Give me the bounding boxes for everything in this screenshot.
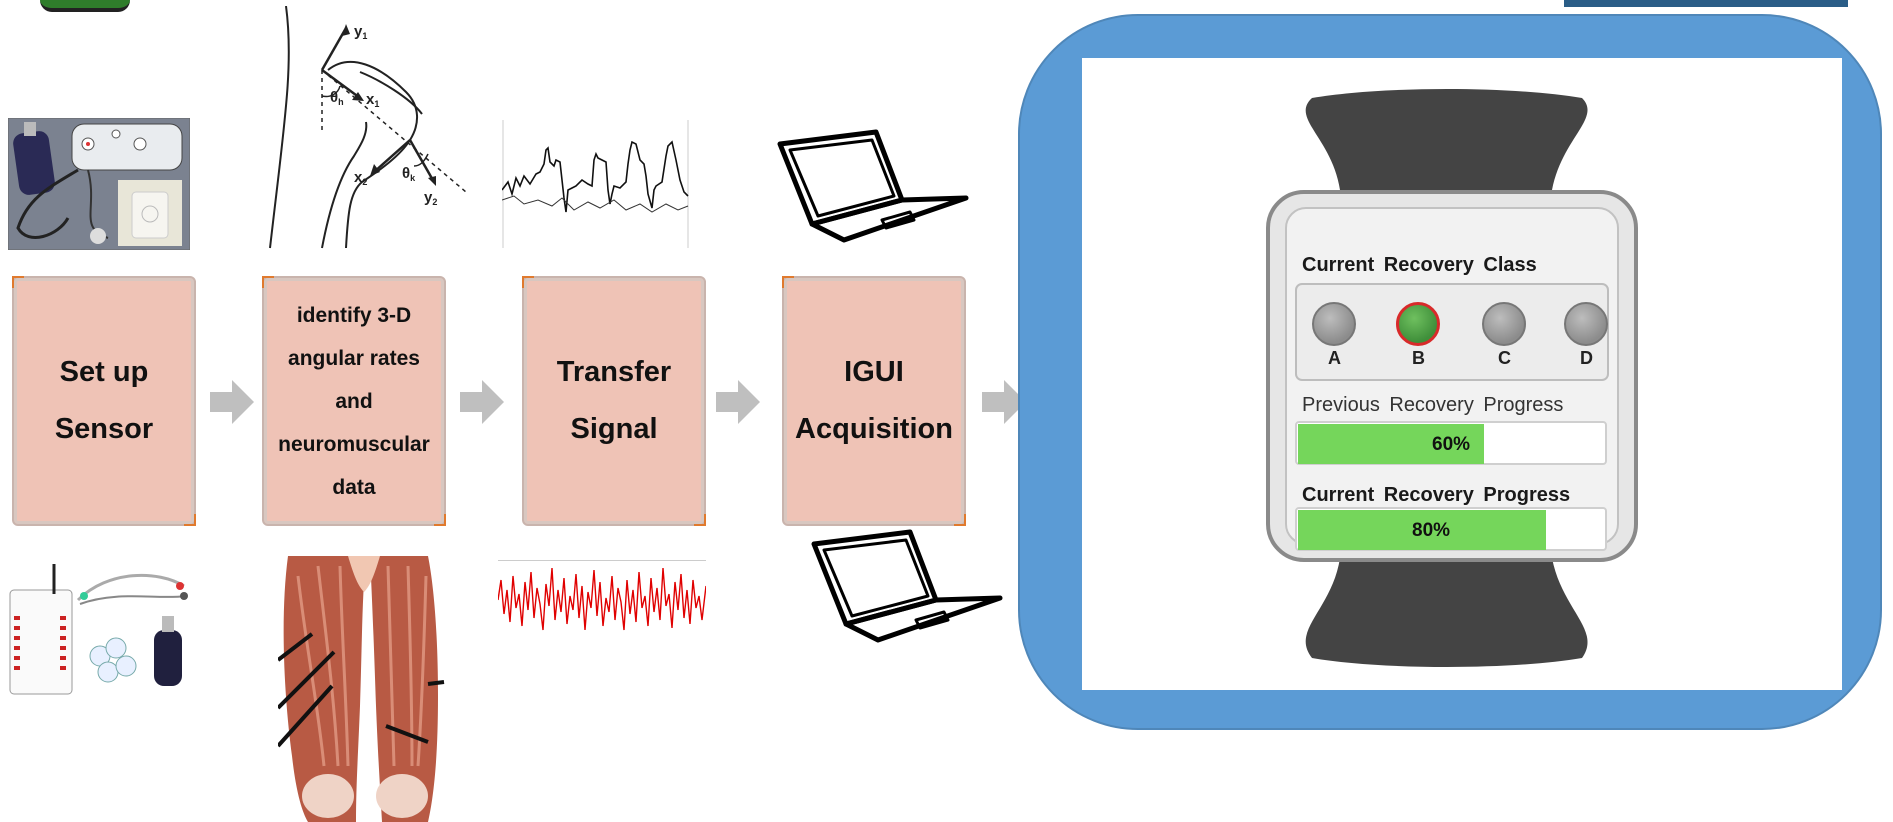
class-letter-c: C: [1498, 348, 1511, 368]
current-progress-fill: [1298, 510, 1546, 550]
theta-k-label: θ: [402, 165, 410, 182]
svg-text:y1: y1: [354, 23, 367, 41]
y1-label: y: [354, 23, 363, 40]
current-progress-title: Current Recovery Progress: [1302, 484, 1571, 506]
x1-label: x: [366, 91, 375, 108]
class-letter-d: D: [1580, 348, 1593, 368]
svg-text:θk: θk: [402, 165, 416, 183]
step-identify-data-label: identify 3-D angular rates and neuromusc…: [278, 303, 430, 499]
angular-rate-signal: [502, 120, 689, 248]
y2-sub: 2: [432, 197, 437, 207]
class-indicator-b: [1396, 302, 1440, 346]
step-igui-acquisition-label: IGUI Acquisition: [795, 356, 953, 445]
theta-h-sub: h: [338, 97, 344, 107]
flow-arrow-2: [460, 380, 504, 424]
class-indicator-c: [1482, 302, 1526, 346]
laptop-icon: [777, 129, 969, 243]
previous-progress-value: 60%: [1432, 434, 1471, 455]
x1-sub: 1: [374, 99, 379, 109]
step-identify-data: identify 3-D angular rates and neuromusc…: [262, 276, 446, 526]
svg-text:x2: x2: [354, 169, 367, 187]
laptop-icon-2: [811, 529, 1003, 643]
previous-progress-title: Previous Recovery Progress: [1302, 394, 1564, 416]
theta-h-label: θ: [330, 89, 338, 106]
current-progress-value: 80%: [1412, 520, 1451, 541]
class-letter-a: A: [1328, 348, 1341, 368]
svg-text:x1: x1: [366, 91, 379, 109]
step-igui-acquisition: IGUI Acquisition: [782, 276, 966, 526]
emg-kit-photo: [8, 560, 190, 698]
class-indicator-a: [1312, 302, 1356, 346]
step-transfer-signal: Transfer Signal: [522, 276, 706, 526]
theta-k-sub: k: [410, 173, 416, 183]
emg-signal: [498, 560, 706, 638]
y1-sub: 1: [362, 31, 367, 41]
class-letter-b: B: [1412, 348, 1425, 368]
top-banner-fragment: [1564, 0, 1848, 7]
step-setup-sensor-label: Set up Sensor: [54, 356, 154, 445]
x2-sub: 2: [362, 177, 367, 187]
x2-label: x: [354, 169, 363, 186]
class-indicator-d: [1564, 302, 1608, 346]
smartwatch-illustration: [1266, 89, 1638, 667]
step-transfer-signal-label: Transfer Signal: [556, 356, 672, 445]
current-class-title: Current Recovery Class: [1302, 254, 1537, 276]
svg-text:y2: y2: [424, 189, 437, 207]
flow-arrow-1: [210, 380, 254, 424]
thigh-muscles-illustration: [278, 556, 446, 822]
sensor-kit-photo: [8, 118, 190, 250]
top-logo-fragment: [40, 0, 130, 12]
flow-arrow-3: [716, 380, 760, 424]
flow-arrow-4: [982, 380, 1026, 424]
step-setup-sensor: Set up Sensor: [12, 276, 196, 526]
leg-kinematics-diagram: y1 x1 θh x2 θk y2: [269, 6, 467, 249]
y2-label: y: [424, 189, 433, 206]
previous-progress-fill: [1298, 424, 1484, 464]
svg-text:θh: θh: [330, 89, 344, 107]
